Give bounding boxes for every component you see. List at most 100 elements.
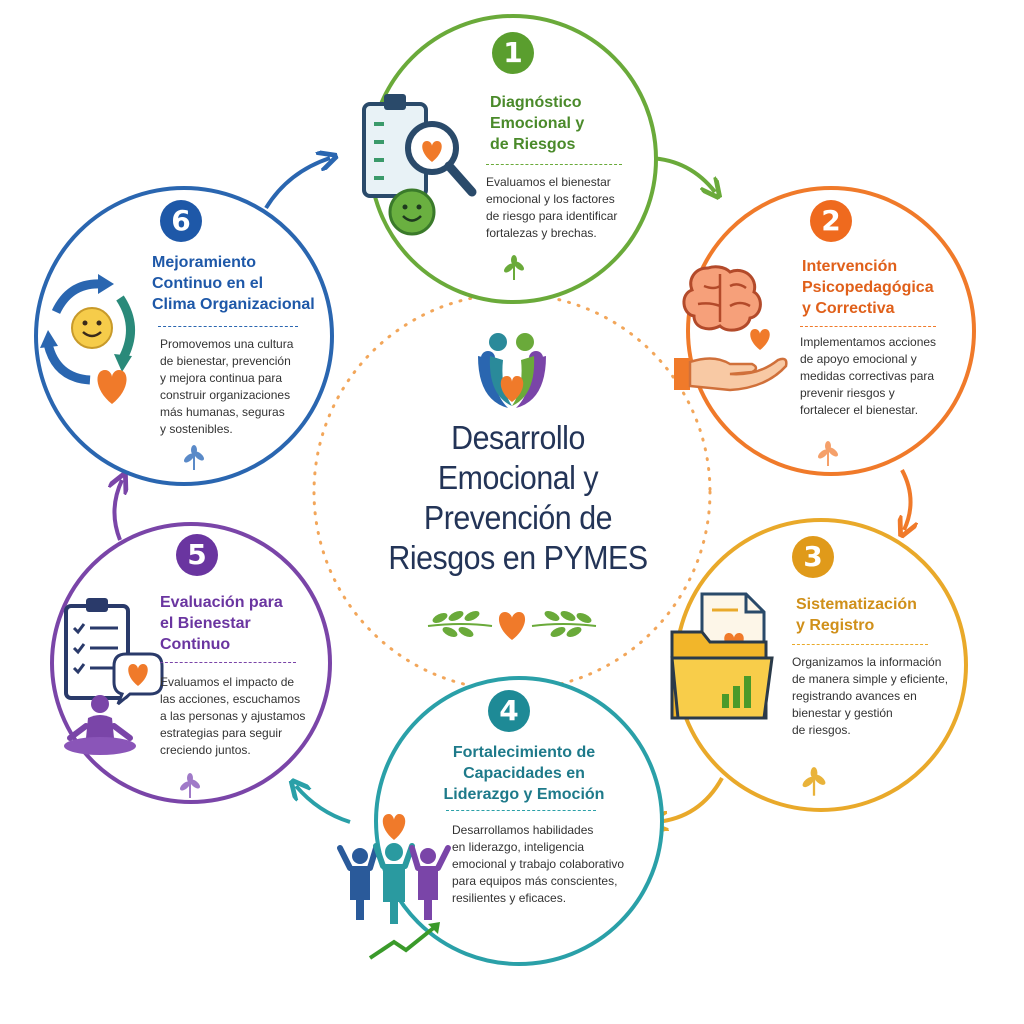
heart-icon (97, 370, 127, 404)
step-5-body-line: Evaluamos el impacto de (160, 675, 295, 689)
step-2-title-line-2: Psicopedagógica (802, 279, 934, 296)
step-4-body-line: resilientes y eficaces. (452, 891, 567, 905)
step-2-title-line-1: Intervención (802, 258, 898, 275)
folder-chart-icon (670, 630, 774, 720)
meditation-icon (64, 695, 136, 755)
step-5-body-line: a las personas y ajustamos (160, 709, 306, 723)
step-5-title: Evaluación para el Bienestar Continuo (160, 592, 310, 655)
step-6-body-line: más humanas, seguras (160, 405, 285, 419)
step-2-title: Intervención Psicopedagógica y Correctiv… (802, 256, 952, 319)
step-3-body-line: de riesgos. (792, 723, 851, 737)
step-1-description: Evaluamos el bienestar emocional y los f… (486, 174, 636, 242)
step-5-divider (160, 662, 296, 663)
step-1-title-line-2: Emocional y (490, 115, 585, 132)
step-5-evaluation-icon (64, 598, 164, 755)
step-3-leaf-icon (802, 767, 826, 796)
step-2-divider (800, 326, 936, 327)
arrow-3-to-4 (656, 777, 724, 822)
step-2-leaf-icon (818, 441, 838, 466)
step-1-body-line: de riesgo para identificar (486, 209, 618, 223)
step-3-body-line: bienestar y gestión (792, 706, 893, 720)
center-title-line-2: Emocional y (437, 459, 599, 496)
step-2-body-line: Implementamos acciones (800, 335, 937, 349)
step-1-body-line: emocional y los factores (486, 192, 615, 206)
step-3-title-line-1: Sistematización (796, 596, 917, 613)
step-6-leaf-icon (184, 445, 204, 470)
hand-heart-icon (674, 329, 788, 392)
step-5-title-line-1: Evaluación para (160, 594, 283, 611)
step-5-body-line: estrategias para seguir (160, 726, 283, 740)
step-6-title-line-2: Continuo en el (152, 275, 264, 292)
step-4-body-line: emocional y trabajo colaborativo (452, 857, 625, 871)
step-1-body-line: Evaluamos el bienestar (486, 175, 611, 189)
arrow-1-to-2 (649, 156, 715, 192)
step-6-divider (158, 326, 298, 327)
step-5-description: Evaluamos el impacto de las acciones, es… (160, 674, 320, 759)
smiley-icon (71, 307, 113, 349)
step-4-leadership-icon (337, 814, 451, 960)
step-4-title-line-1: Fortalecimiento de (452, 744, 596, 761)
step-6-number-badge: 6 (160, 200, 202, 242)
step-2-number-badge: 2 (810, 200, 852, 242)
step-4-title: Fortalecimiento de Capacidades en Lidera… (440, 742, 608, 805)
step-2-body-line: medidas correctivas para (800, 369, 935, 383)
step-4-title-line-2: Capacidades en (463, 765, 585, 782)
step-6-title: Mejoramiento Continuo en el Clima Organi… (152, 252, 322, 315)
step-4-body-line: Desarrollamos habilidades (452, 823, 594, 837)
step-6-body-line: de bienestar, prevención (160, 354, 291, 368)
step-6-body-line: Promovemos una cultura (160, 337, 294, 351)
center-title-line-1: Desarrollo (451, 419, 585, 456)
step-1-body-line: fortalezas y brechas. (486, 226, 597, 240)
team-icon (337, 843, 451, 924)
arrow-2-to-3 (902, 469, 911, 530)
arrow-4-to-5 (296, 786, 351, 824)
step-5-title-line-3: Continuo (160, 636, 231, 653)
arrow-5-to-6 (114, 480, 122, 541)
step-6-body-line: construir organizaciones (160, 388, 291, 402)
step-2-description: Implementamos acciones de apoyo emociona… (800, 334, 960, 419)
step-1-title-line-3: de Riesgos (490, 136, 576, 153)
step-2-body-line: fortalecer el bienestar. (800, 403, 919, 417)
step-2-body-line: de apoyo emocional y (800, 352, 917, 366)
step-3-title-line-2: y Registro (796, 617, 875, 634)
step-5-title-line-2: el Bienestar (160, 615, 251, 632)
brain-icon (682, 265, 762, 332)
step-6-title-line-1: Mejoramiento (152, 254, 257, 271)
step-2-title-line-3: y Correctiva (802, 300, 895, 317)
step-3-title: Sistematización y Registro (796, 594, 946, 636)
step-3-number-badge: 3 (792, 536, 834, 578)
center-title: Desarrollo Emocional y Prevención de Rie… (371, 418, 665, 578)
step-1-diagnostic-icon (362, 94, 477, 236)
step-1-title-line-1: Diagnóstico (490, 94, 582, 111)
step-1-leaf-icon (504, 255, 524, 280)
step-6-improvement-icon (40, 274, 135, 404)
step-4-divider (446, 810, 596, 811)
heart-icon (382, 814, 406, 840)
step-3-body-line: Organizamos la información (792, 655, 942, 669)
step-1-number-badge: 1 (492, 32, 534, 74)
step-6-description: Promovemos una cultura de bienestar, pre… (160, 336, 320, 438)
magnifier-heart-icon (405, 121, 477, 197)
center-leaves-heart-icon (427, 611, 597, 640)
step-3-body-line: de manera simple y eficiente, (792, 672, 949, 686)
step-2-intervention-icon (674, 265, 788, 392)
center-title-line-4: Riesgos en PYMES (388, 539, 648, 576)
step-4-body-line: en liderazgo, inteligencia (452, 840, 585, 854)
speech-heart-icon (112, 652, 164, 706)
arrow-6-to-1 (264, 158, 330, 210)
step-5-body-line: las acciones, escuchamos (160, 692, 301, 706)
step-1-divider (486, 164, 622, 165)
center-title-line-3: Prevención de (423, 499, 613, 536)
step-5-leaf-icon (180, 773, 200, 798)
step-3-description: Organizamos la información de manera sim… (792, 654, 962, 739)
step-3-divider (792, 644, 928, 645)
step-6-body-line: y sostenibles. (160, 422, 233, 436)
step-4-description: Desarrollamos habilidades en liderazgo, … (452, 822, 630, 907)
step-3-body-line: registrando avances en (792, 689, 917, 703)
step-5-number-badge: 5 (176, 534, 218, 576)
step-6-body-line: y mejora continua para (160, 371, 283, 385)
step-4-number-badge: 4 (488, 690, 530, 732)
people-heart-logo-icon (478, 333, 546, 408)
step-1-title: Diagnóstico Emocional y de Riesgos (490, 92, 640, 155)
step-6-title-line-3: Clima Organizacional (152, 296, 315, 313)
